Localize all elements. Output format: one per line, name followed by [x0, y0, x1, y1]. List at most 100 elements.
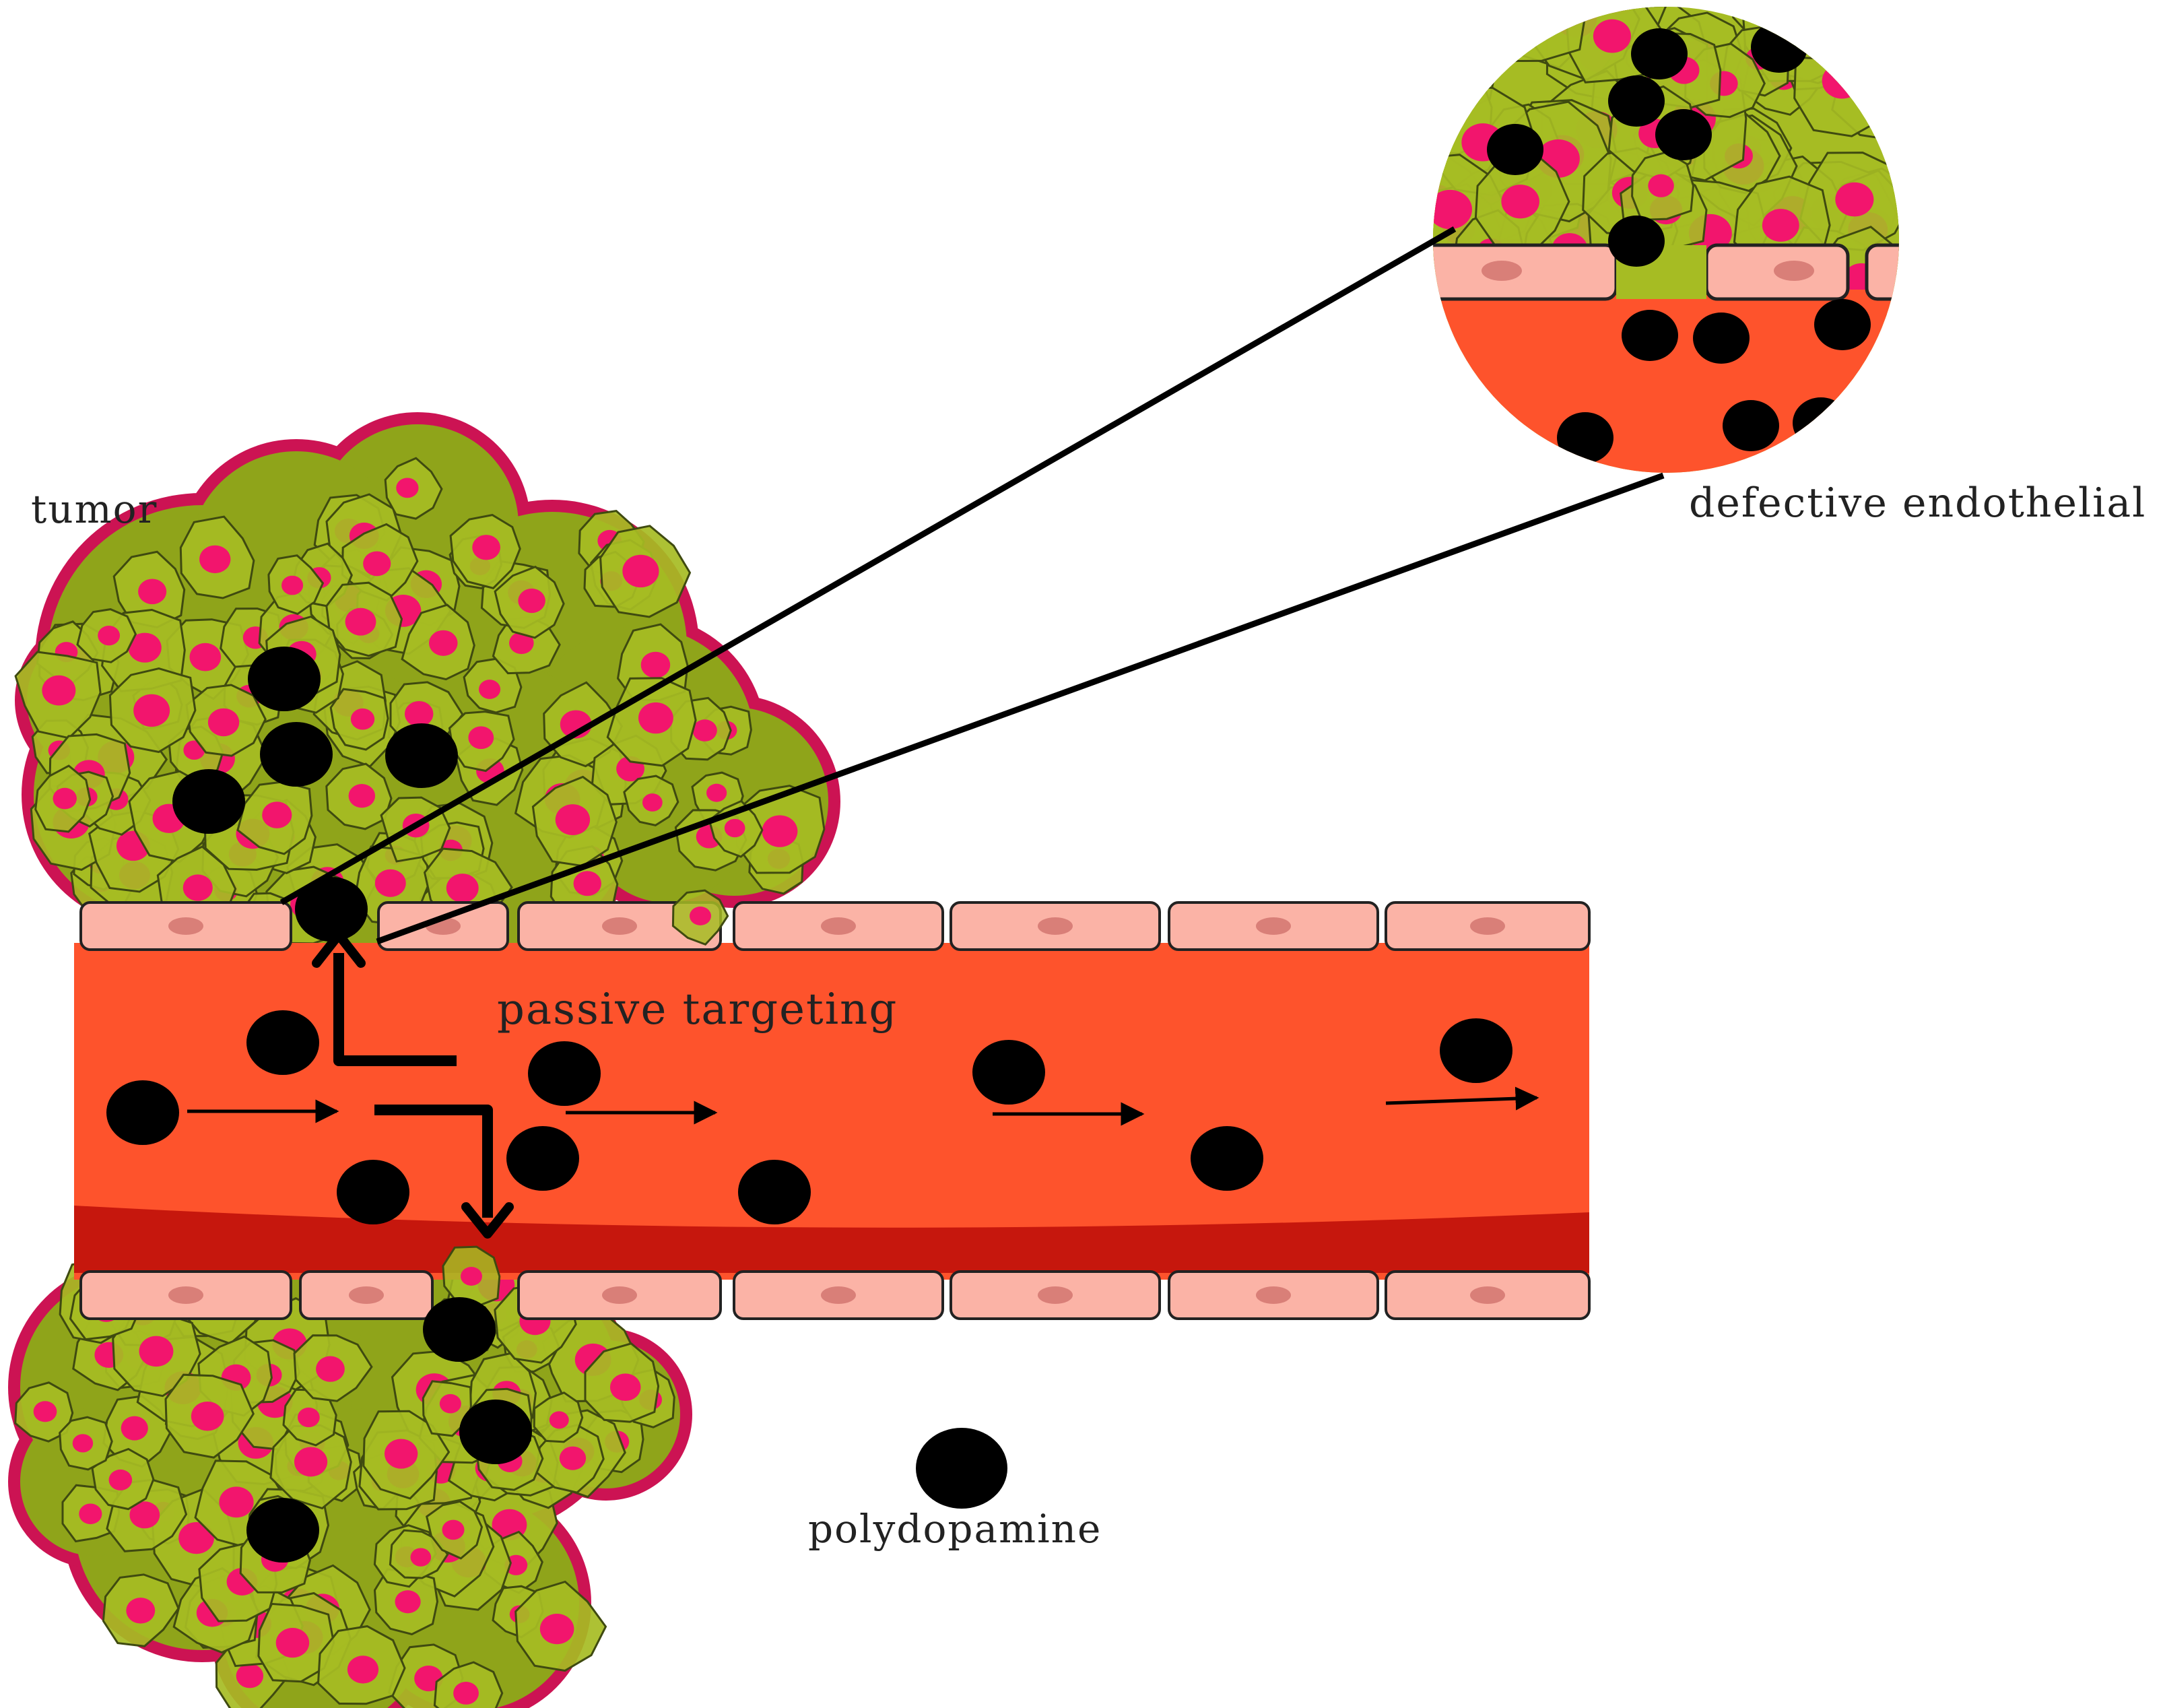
inset-tumor-nucleus — [1892, 83, 1899, 106]
inset-tumor-nucleus — [1822, 63, 1862, 99]
inset-tumor-nucleus — [1593, 19, 1632, 53]
inset-tumor-nucleus — [1442, 58, 1473, 85]
zoom-inset — [1433, 7, 1954, 473]
tumor-cell-nucleus — [384, 1439, 418, 1469]
polydopamine-particle — [972, 1040, 1045, 1105]
tumor-cell-nucleus — [53, 787, 77, 810]
inset-tumor-cell — [1836, 7, 1899, 67]
tumor-cell-nucleus — [724, 818, 745, 838]
inset-tumor-nucleus — [1433, 62, 1454, 92]
passive-targeting-label: passive targeting — [497, 985, 898, 1034]
polydopamine-particle — [738, 1160, 811, 1224]
inset-tumor-nucleus — [1789, 14, 1828, 49]
inset-polydopamine-particle — [1622, 310, 1678, 361]
inset-tumor-cell — [1433, 37, 1483, 124]
tumor-cell-nucleus — [79, 1503, 102, 1525]
inset-tumor-nucleus — [1867, 73, 1899, 107]
nanoparticles — [106, 647, 1512, 1563]
tumor-cell-nucleus — [363, 551, 391, 577]
endothelial-cell-nucleus — [168, 1286, 203, 1304]
inset-tumor-nucleus — [1433, 92, 1468, 123]
polydopamine-particle — [172, 769, 245, 834]
extravasation-arrow-up — [333, 953, 457, 1066]
tumor-cell-nucleus — [762, 815, 798, 847]
polydopamine-particle — [337, 1160, 409, 1224]
polydopamine-particle — [528, 1041, 601, 1106]
tumor-cell-nucleus — [108, 1469, 133, 1490]
tumor-cell-nucleus — [410, 1548, 432, 1567]
inset-tumor-nucleus — [1529, 7, 1569, 26]
tumor-cell-nucleus — [472, 535, 500, 560]
endothelial-cell-nucleus — [1038, 917, 1073, 935]
extravasation-arrow-down — [374, 1105, 493, 1218]
tumor-cell-nucleus — [139, 1336, 174, 1367]
endothelial-cell-nucleus — [821, 917, 856, 935]
polydopamine-particle — [248, 647, 321, 711]
tumor-cell-nucleus — [468, 726, 494, 750]
polydopamine-particle — [260, 722, 333, 787]
tumor-cell-nucleus — [453, 1682, 479, 1705]
inset-polydopamine-particle — [1814, 299, 1871, 350]
tumor-cell-nucleus — [178, 1521, 214, 1554]
inset-tumor-nucleus — [1863, 9, 1896, 38]
tumor-cell-nucleus — [461, 1267, 482, 1286]
tumor-cell-nucleus — [347, 1655, 379, 1684]
tumor-cell-nucleus — [345, 607, 376, 636]
tumor-label: tumor — [31, 486, 158, 532]
inset-endothelial-nucleus — [1482, 261, 1522, 281]
polydopamine-particle — [385, 723, 458, 788]
endothelial-cell-nucleus — [821, 1286, 856, 1304]
tumor-cell-nucleus — [182, 874, 213, 901]
inset-polydopamine-particle — [1608, 75, 1665, 127]
tumor-cell-nucleus — [128, 632, 162, 663]
inset-tumor-nucleus — [1807, 7, 1847, 26]
tumor-cell-nucleus — [236, 1664, 264, 1688]
inset-endothelial-cell — [1865, 243, 1899, 301]
tumor-cell-nucleus — [446, 874, 479, 903]
tumor-cell-nucleus — [133, 694, 170, 727]
inset-polydopamine-particle — [1487, 124, 1543, 175]
extravasation-arrow-down-head — [461, 1202, 514, 1239]
inset-polydopamine-particle — [1751, 22, 1807, 73]
inset-polydopamine-particle — [1557, 412, 1613, 463]
tumor-cell-nucleus — [428, 630, 458, 656]
inset-endothelial-cells — [1433, 243, 1954, 301]
tumor-cell-nucleus — [189, 643, 222, 671]
defective-endothelial-label: defective endothelial — [1689, 480, 2147, 527]
tumor-cell-nucleus — [281, 575, 304, 595]
tumor-cell-nucleus — [478, 680, 501, 699]
endothelial-cell-nucleus — [602, 1286, 637, 1304]
polydopamine-particle — [459, 1400, 532, 1464]
tumor-lower-mass — [8, 1207, 692, 1708]
tumor-cell-nucleus — [219, 1486, 254, 1518]
inset-tumor-nucleus — [1501, 185, 1539, 219]
inset-polydopamine-particle — [1693, 313, 1750, 364]
tumor-cell-nucleus — [642, 793, 663, 812]
inset-tumor-nucleus — [1510, 7, 1554, 30]
tumor-cell-nucleus — [404, 700, 434, 727]
tumor-cell-nucleus — [692, 719, 717, 742]
tumor-cell-nucleus — [559, 1446, 587, 1470]
tumor-cell-nucleus — [121, 1416, 148, 1441]
tumor-cell-nucleus — [395, 1590, 421, 1614]
tumor-cell-nucleus — [622, 554, 659, 588]
inset-tumor-cell — [1793, 28, 1899, 137]
inset-polydopamine-particle — [1608, 216, 1665, 267]
tumor-cell-nucleus — [207, 708, 240, 737]
polydopamine-particle — [423, 1297, 496, 1362]
inset-polydopamine-particle — [1723, 400, 1779, 451]
tumor-cell-nucleus — [297, 1407, 320, 1428]
tumor-cell-nucleus — [129, 1501, 160, 1529]
tumor-cell-nucleus — [573, 871, 601, 896]
tumor-cell-nucleus — [98, 625, 121, 646]
inset-tumor-nucleus — [1648, 174, 1674, 197]
inset-endothelial-nucleus — [1914, 261, 1954, 281]
polydopamine-particle — [506, 1126, 579, 1191]
tumor-cell-nucleus — [191, 1402, 224, 1431]
inset-tumor-nucleus — [1762, 209, 1799, 242]
tumor-cell-nucleus — [518, 588, 545, 614]
inset-tumor-cell — [1869, 58, 1899, 129]
endothelial-cell-nucleus — [1470, 917, 1505, 935]
